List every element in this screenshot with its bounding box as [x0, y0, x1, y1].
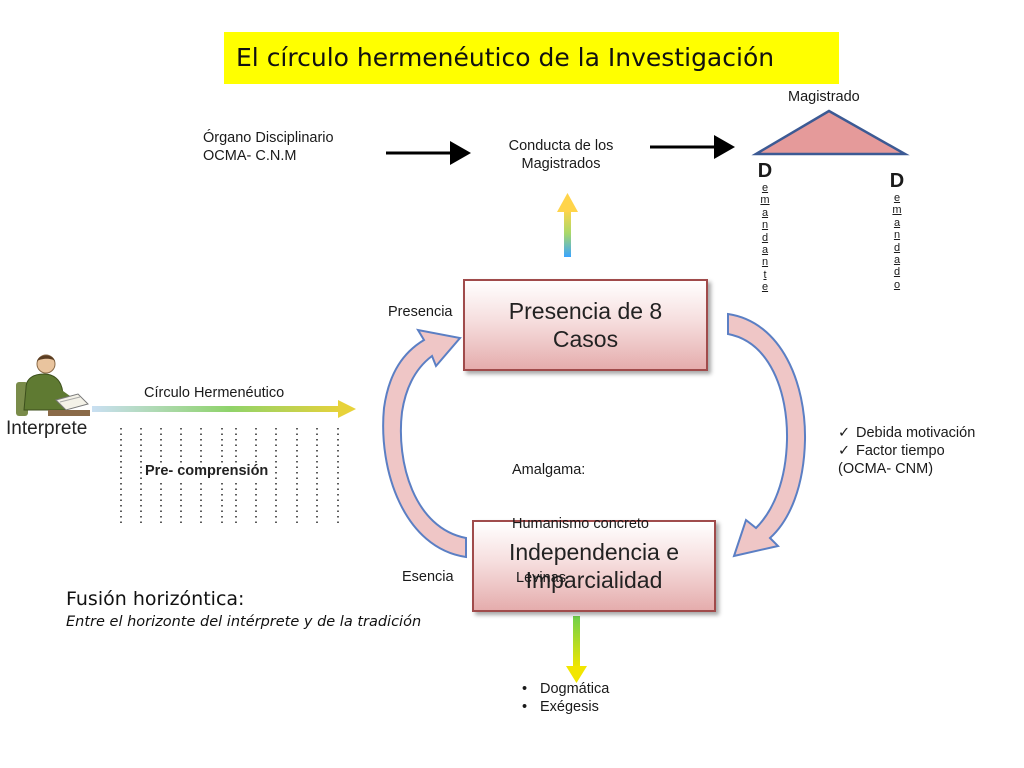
presencia-casos-line2: Casos	[552, 326, 619, 352]
independencia-box: Independencia e Imparcialidad	[472, 520, 716, 612]
conducta-line1: Conducta de los	[508, 138, 614, 154]
demandante-letter: n	[761, 219, 769, 232]
arrow-down-gradient	[566, 616, 587, 683]
circulo-label: Círculo Hermenéutico	[144, 385, 285, 401]
left-cycle-arrow	[382, 328, 467, 559]
person-reading-icon	[12, 352, 90, 420]
conducta-line2: Magistrados	[521, 156, 601, 172]
bullet-item-label: Dogmática	[540, 681, 610, 697]
demandante-letter: m	[760, 194, 770, 207]
bullet-icon: •	[522, 699, 528, 715]
independencia-line1: Independencia e	[508, 539, 680, 565]
amalgama-text: Amalgama: Humanismo concreto Levinas	[512, 425, 649, 605]
presencia-casos-line1: Presencia de 8	[508, 298, 663, 324]
page-title: El círculo hermenéutico de la Investigac…	[224, 32, 839, 84]
demandado-letter: a	[893, 216, 901, 229]
arrow-up-gradient	[557, 193, 578, 257]
demandante-letter: d	[761, 231, 769, 244]
factor-extra: (OCMA- CNM)	[838, 461, 934, 477]
demandado-letter: o	[893, 278, 901, 291]
demandante-letter: e	[761, 182, 769, 194]
esencia-label: Esencia	[402, 569, 454, 585]
bullet-list: • Dogmática • Exégesis	[522, 680, 609, 716]
demandante-letter: n	[761, 256, 769, 269]
list-item: • Exégesis	[522, 698, 609, 716]
demandado-letter: d	[893, 266, 901, 279]
demandante-vertical: D e m a n d a n t e	[752, 160, 778, 294]
bullet-icon: •	[522, 681, 528, 697]
list-item: • Dogmática	[522, 680, 609, 698]
list-item: ✓ Factor tiempo	[838, 442, 975, 460]
checkmark-icon: ✓	[838, 425, 851, 441]
fusion-subtitle: Entre el horizonte del intérprete y de l…	[66, 614, 422, 630]
amalgama-line3: Levinas	[512, 570, 567, 586]
demandante-letter: t	[763, 268, 767, 281]
amalgama-line2: Humanismo concreto	[512, 516, 649, 532]
demandante-letter: e	[761, 281, 769, 294]
demandado-vertical: D e m a n d a d o	[884, 170, 910, 291]
conducta-label: Conducta de los Magistrados	[488, 137, 634, 173]
amalgama-line1: Amalgama:	[512, 462, 586, 478]
demandado-letter: m	[892, 204, 902, 217]
independencia-line2: Imparcialidad	[525, 567, 663, 593]
checkmark-icon: ✓	[838, 443, 851, 459]
demandante-letter: a	[761, 206, 769, 219]
demandado-letter: n	[893, 229, 901, 242]
interprete-label: Interprete	[6, 418, 88, 439]
precomprension-label: Pre- comprensión	[144, 463, 270, 479]
circulo-arrow	[92, 400, 356, 418]
demandante-initial: D	[757, 160, 773, 182]
demandado-letter: e	[893, 192, 901, 204]
demandado-initial: D	[889, 170, 905, 192]
presencia-label: Presencia	[388, 304, 453, 320]
right-cycle-arrow	[727, 312, 807, 558]
presencia-casos-box: Presencia de 8 Casos	[463, 279, 708, 371]
checklist: ✓ Debida motivación ✓ Factor tiempo (OCM…	[838, 424, 975, 478]
demandado-letter: a	[893, 254, 901, 267]
fusion-heading: Fusión horizóntica:	[66, 588, 245, 610]
magistrado-label: Magistrado	[788, 89, 860, 105]
checklist-item-label: Debida motivación	[856, 425, 976, 441]
demandante-letter: a	[761, 244, 769, 257]
magistrado-triangle	[751, 109, 910, 156]
demandado-letter: d	[893, 241, 901, 254]
list-item: ✓ Debida motivación	[838, 424, 975, 442]
organo-line2: OCMA- C.N.M	[203, 148, 297, 164]
checklist-item-label: Factor tiempo	[856, 443, 945, 459]
organo-line1: Órgano Disciplinario	[203, 130, 334, 146]
organo-label: Órgano Disciplinario OCMA- C.N.M	[203, 129, 334, 165]
bullet-item-label: Exégesis	[540, 699, 599, 715]
